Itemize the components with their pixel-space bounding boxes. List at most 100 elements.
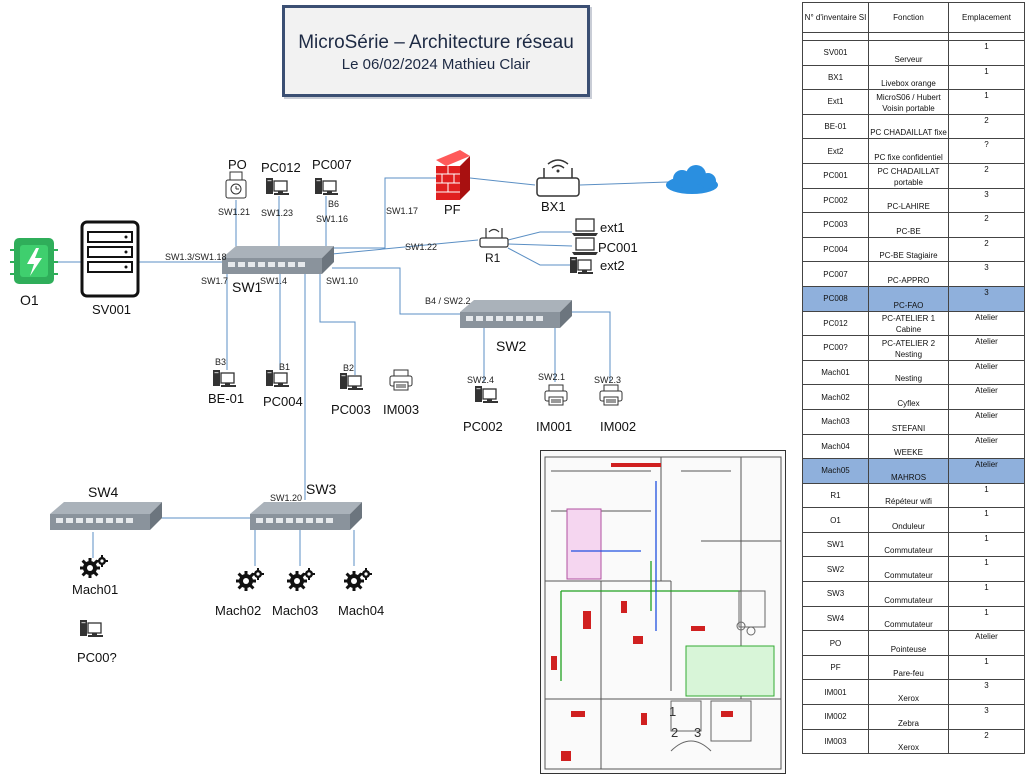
location-cell: Atelier — [948, 630, 1025, 656]
link-sw1-sw2 — [332, 267, 460, 315]
location-cell: 1 — [948, 605, 1025, 632]
inventory-id-cell: SW2 — [802, 556, 869, 583]
function-cell: Xerox — [868, 728, 949, 755]
floor-plan: 1 2 3 — [540, 450, 786, 774]
label-pc00q: PC00? — [77, 650, 117, 665]
header-location: Emplacement — [948, 2, 1025, 33]
inventory-id-cell: SW1 — [802, 531, 869, 558]
inventory-id-cell: SW4 — [802, 605, 869, 632]
function-cell: MicroS06 / Hubert Voisin portable — [868, 89, 949, 115]
location-cell: Atelier — [948, 335, 1025, 361]
label-im001: IM001 — [536, 419, 573, 434]
location-cell: Atelier — [948, 384, 1025, 410]
wifi-repeater-icon — [479, 228, 509, 248]
switch-sw4-icon — [50, 502, 162, 530]
function-cell: Commutateur — [868, 531, 949, 558]
location-cell: 2 — [948, 236, 1025, 263]
inventory-id-cell: PF — [802, 654, 869, 681]
link-sw1-pc003 — [319, 274, 356, 375]
gear-icon-mach01 — [80, 555, 108, 578]
printer-icon-im003 — [389, 369, 413, 391]
inventory-id-cell: Mach05 — [802, 458, 869, 484]
function-cell: Onduleur — [868, 507, 949, 533]
title-box: MicroSérie – Architecture réseau Le 06/0… — [282, 5, 590, 97]
inventory-id-cell: PC007 — [802, 261, 869, 287]
location-cell: 3 — [948, 704, 1025, 730]
firewall-icon — [436, 150, 470, 200]
inventory-id-cell: Ext2 — [802, 138, 869, 164]
location-cell: 1 — [948, 507, 1025, 533]
printer-icon-im001 — [544, 384, 568, 406]
label-sw1: SW1 — [232, 279, 263, 295]
link-r1-ext2 — [507, 247, 572, 266]
port-sw121: SW1.21 — [218, 207, 251, 217]
inventory-id-cell: Ext1 — [802, 89, 869, 115]
switch-sw2-icon — [460, 300, 572, 328]
location-cell: Atelier — [948, 408, 1025, 435]
inventory-id-cell: PC00? — [802, 335, 869, 361]
function-cell: PC CHADAILLAT fixe — [868, 113, 949, 140]
desktop-icon-pc003 — [339, 372, 364, 391]
location-cell: 2 — [948, 728, 1025, 755]
link-bx1-cloud — [579, 181, 669, 186]
label-pc012: PC012 — [261, 160, 301, 175]
label-sw3: SW3 — [306, 481, 337, 497]
label-ext2: ext2 — [600, 258, 625, 273]
label-mach03: Mach03 — [272, 603, 319, 618]
label-pc004: PC004 — [263, 394, 303, 409]
inventory-id-cell: Mach02 — [802, 384, 869, 410]
location-cell: 2 — [948, 113, 1025, 140]
switch-sw1-icon — [222, 246, 334, 274]
desktop-icon-pc007 — [314, 177, 339, 196]
location-cell: Atelier — [948, 458, 1025, 484]
desktop-icon-be01 — [212, 369, 237, 388]
diagram-title: MicroSérie – Architecture réseau — [298, 32, 574, 53]
label-pf: PF — [444, 202, 461, 217]
inventory-id-cell: Mach04 — [802, 433, 869, 460]
function-cell: PC-BE — [868, 212, 949, 238]
port-b6: B6 — [328, 199, 340, 209]
server-icon — [80, 220, 140, 298]
function-cell: Commutateur — [868, 556, 949, 583]
port-sw21: SW2.1 — [538, 372, 566, 382]
port-sw24: SW2.4 — [467, 375, 495, 385]
inventory-id-cell: IM001 — [802, 679, 869, 706]
port-sw17: SW1.7 — [201, 276, 229, 286]
inventory-spacer-row — [802, 32, 1025, 41]
function-cell: PC-ATELIER 1 Cabine — [868, 310, 949, 337]
function-cell: PC-LAHIRE — [868, 187, 949, 214]
function-cell: Répéteur wifi — [868, 482, 949, 509]
label-pc001: PC001 — [598, 240, 638, 255]
function-cell: Pointeuse — [868, 630, 949, 656]
floor-plan-drawing — [544, 456, 782, 770]
laptop-icon-pc001 — [572, 237, 598, 255]
function-cell: PC CHADAILLAT portable — [868, 162, 949, 189]
port-sw117: SW1.17 — [386, 206, 419, 216]
location-cell: 2 — [948, 212, 1025, 238]
label-be01: BE-01 — [208, 391, 245, 406]
printer-icon-im002 — [599, 384, 623, 406]
port-sw122: SW1.22 — [405, 242, 438, 252]
port-sw120: SW1.20 — [270, 493, 303, 503]
location-cell: 3 — [948, 187, 1025, 214]
link-sw2-im002 — [570, 311, 611, 382]
function-cell: Serveur — [868, 40, 949, 66]
label-o1: O1 — [20, 292, 39, 308]
